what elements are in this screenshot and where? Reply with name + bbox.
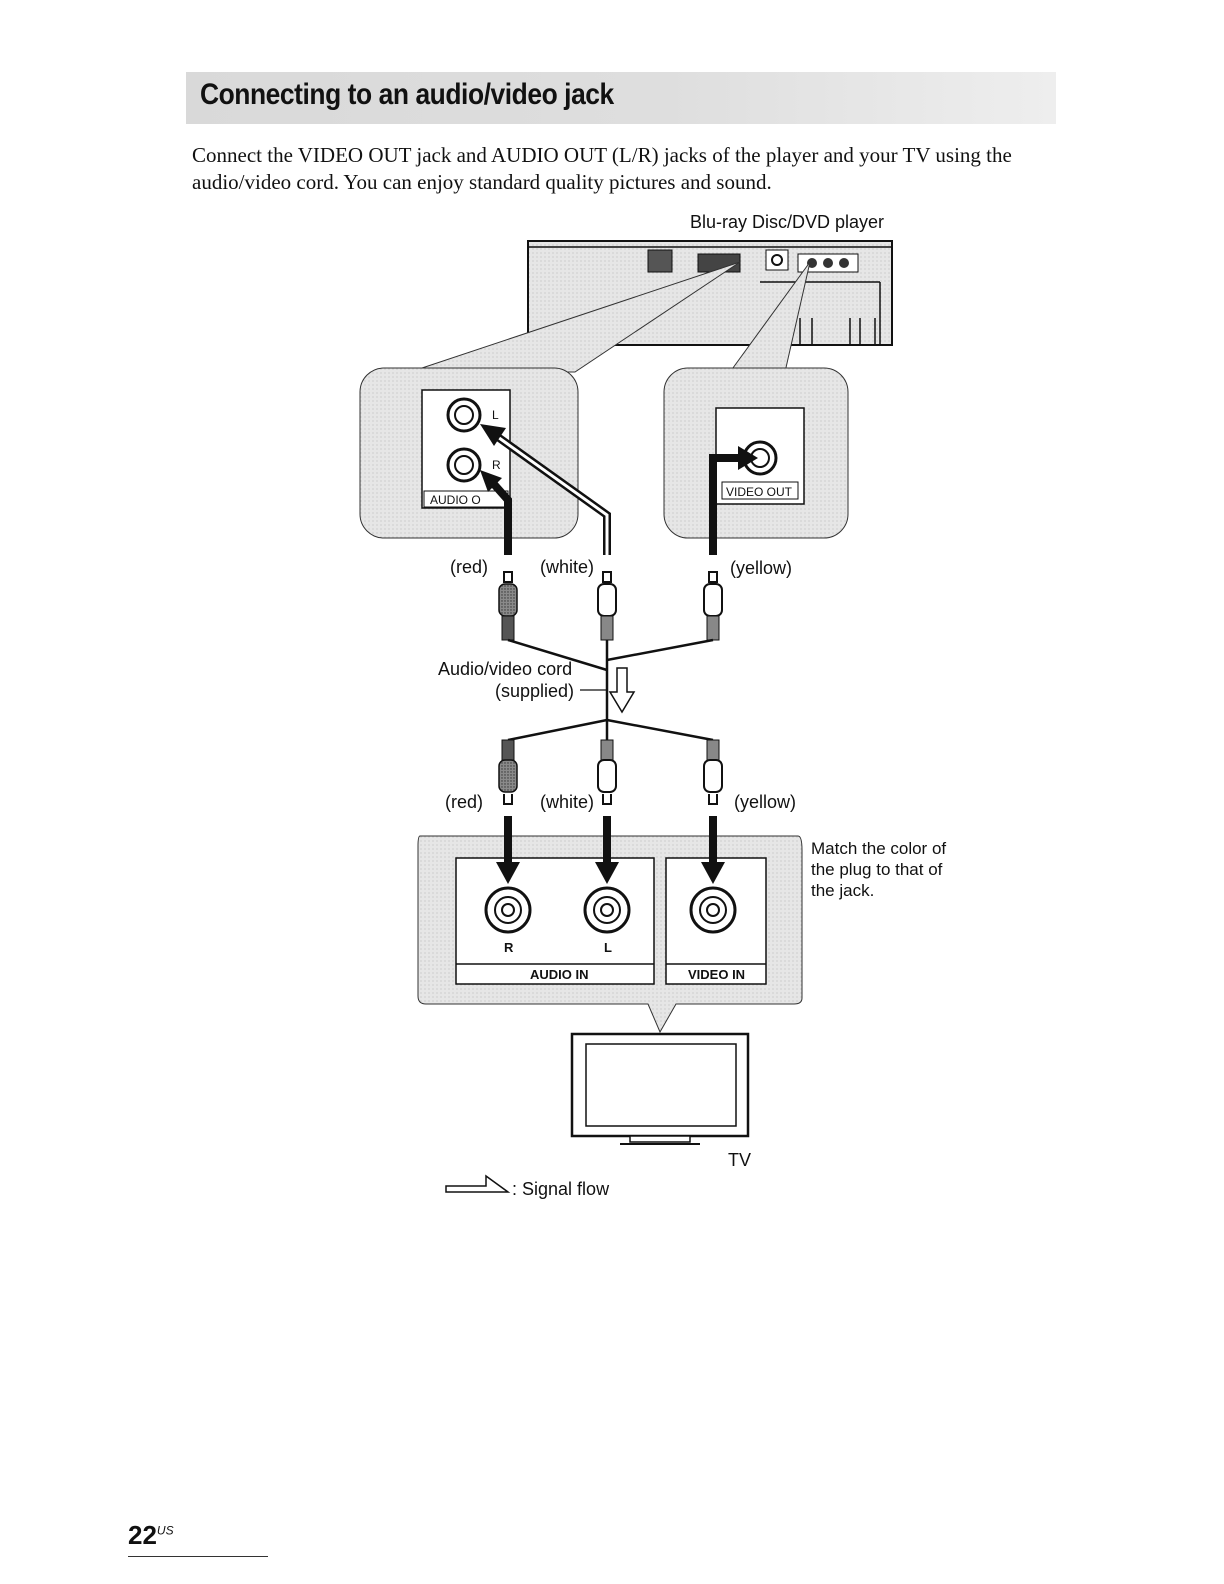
tv-input-panel: R L AUDIO IN VIDEO IN — [417, 835, 803, 1034]
cord-label-line2: (supplied) — [495, 681, 575, 701]
bottom-cables — [496, 816, 725, 884]
top-yellow-label: (yellow) — [730, 558, 793, 578]
signal-flow-arrow-icon — [608, 667, 636, 714]
match-note-line1: Match the color of — [811, 839, 947, 858]
audio-out-r-label: R — [492, 458, 501, 472]
legend-label: Signal flow — [522, 1179, 610, 1199]
audio-in-r-label: R — [504, 940, 514, 955]
bottom-red-label: (red) — [445, 792, 484, 812]
top-plug-red — [498, 571, 518, 641]
page-number-value: 22 — [128, 1520, 157, 1550]
bottom-white-label: (white) — [540, 792, 595, 812]
audio-out-l-label: L — [492, 408, 499, 422]
top-plug-white — [597, 571, 617, 641]
audio-in-l-label: L — [604, 940, 612, 955]
page-number-suffix: US — [156, 1523, 174, 1538]
audio-in-label: AUDIO IN — [530, 967, 589, 982]
top-cables — [480, 424, 758, 555]
cord-wires — [507, 638, 714, 742]
top-white-label: (white) — [540, 557, 595, 577]
tv-label: TV — [728, 1150, 752, 1170]
cord-label-line1: Audio/video cord — [438, 659, 573, 679]
video-out-zoom: VIDEO OUT — [663, 367, 849, 539]
bottom-plug-white — [597, 739, 617, 805]
section-header-bar — [186, 72, 1056, 124]
page-number: 22US — [128, 1520, 174, 1551]
legend-signal-flow-icon — [445, 1174, 511, 1193]
video-in-label: VIDEO IN — [688, 967, 745, 982]
bottom-plug-red — [498, 739, 518, 805]
match-note-line2: the plug to that of — [811, 860, 943, 879]
legend-text: : Signal flow — [512, 1179, 610, 1199]
bottom-plug-yellow — [703, 739, 723, 805]
bottom-yellow-label: (yellow) — [734, 792, 797, 812]
footer-rule — [128, 1556, 268, 1557]
top-plug-yellow — [703, 571, 723, 641]
top-red-label: (red) — [450, 557, 489, 577]
video-out-label: VIDEO OUT — [726, 485, 793, 499]
tv-illustration — [570, 1032, 750, 1145]
section-title: Connecting to an audio/video jack — [200, 78, 614, 111]
audio-out-zoom: L R AUDIO O — [359, 367, 579, 539]
match-note-line3: the jack. — [811, 881, 875, 900]
player-label: Blu-ray Disc/DVD player — [690, 212, 885, 232]
audio-out-label: AUDIO O — [430, 493, 481, 507]
intro-paragraph: Connect the VIDEO OUT jack and AUDIO OUT… — [192, 143, 1012, 194]
